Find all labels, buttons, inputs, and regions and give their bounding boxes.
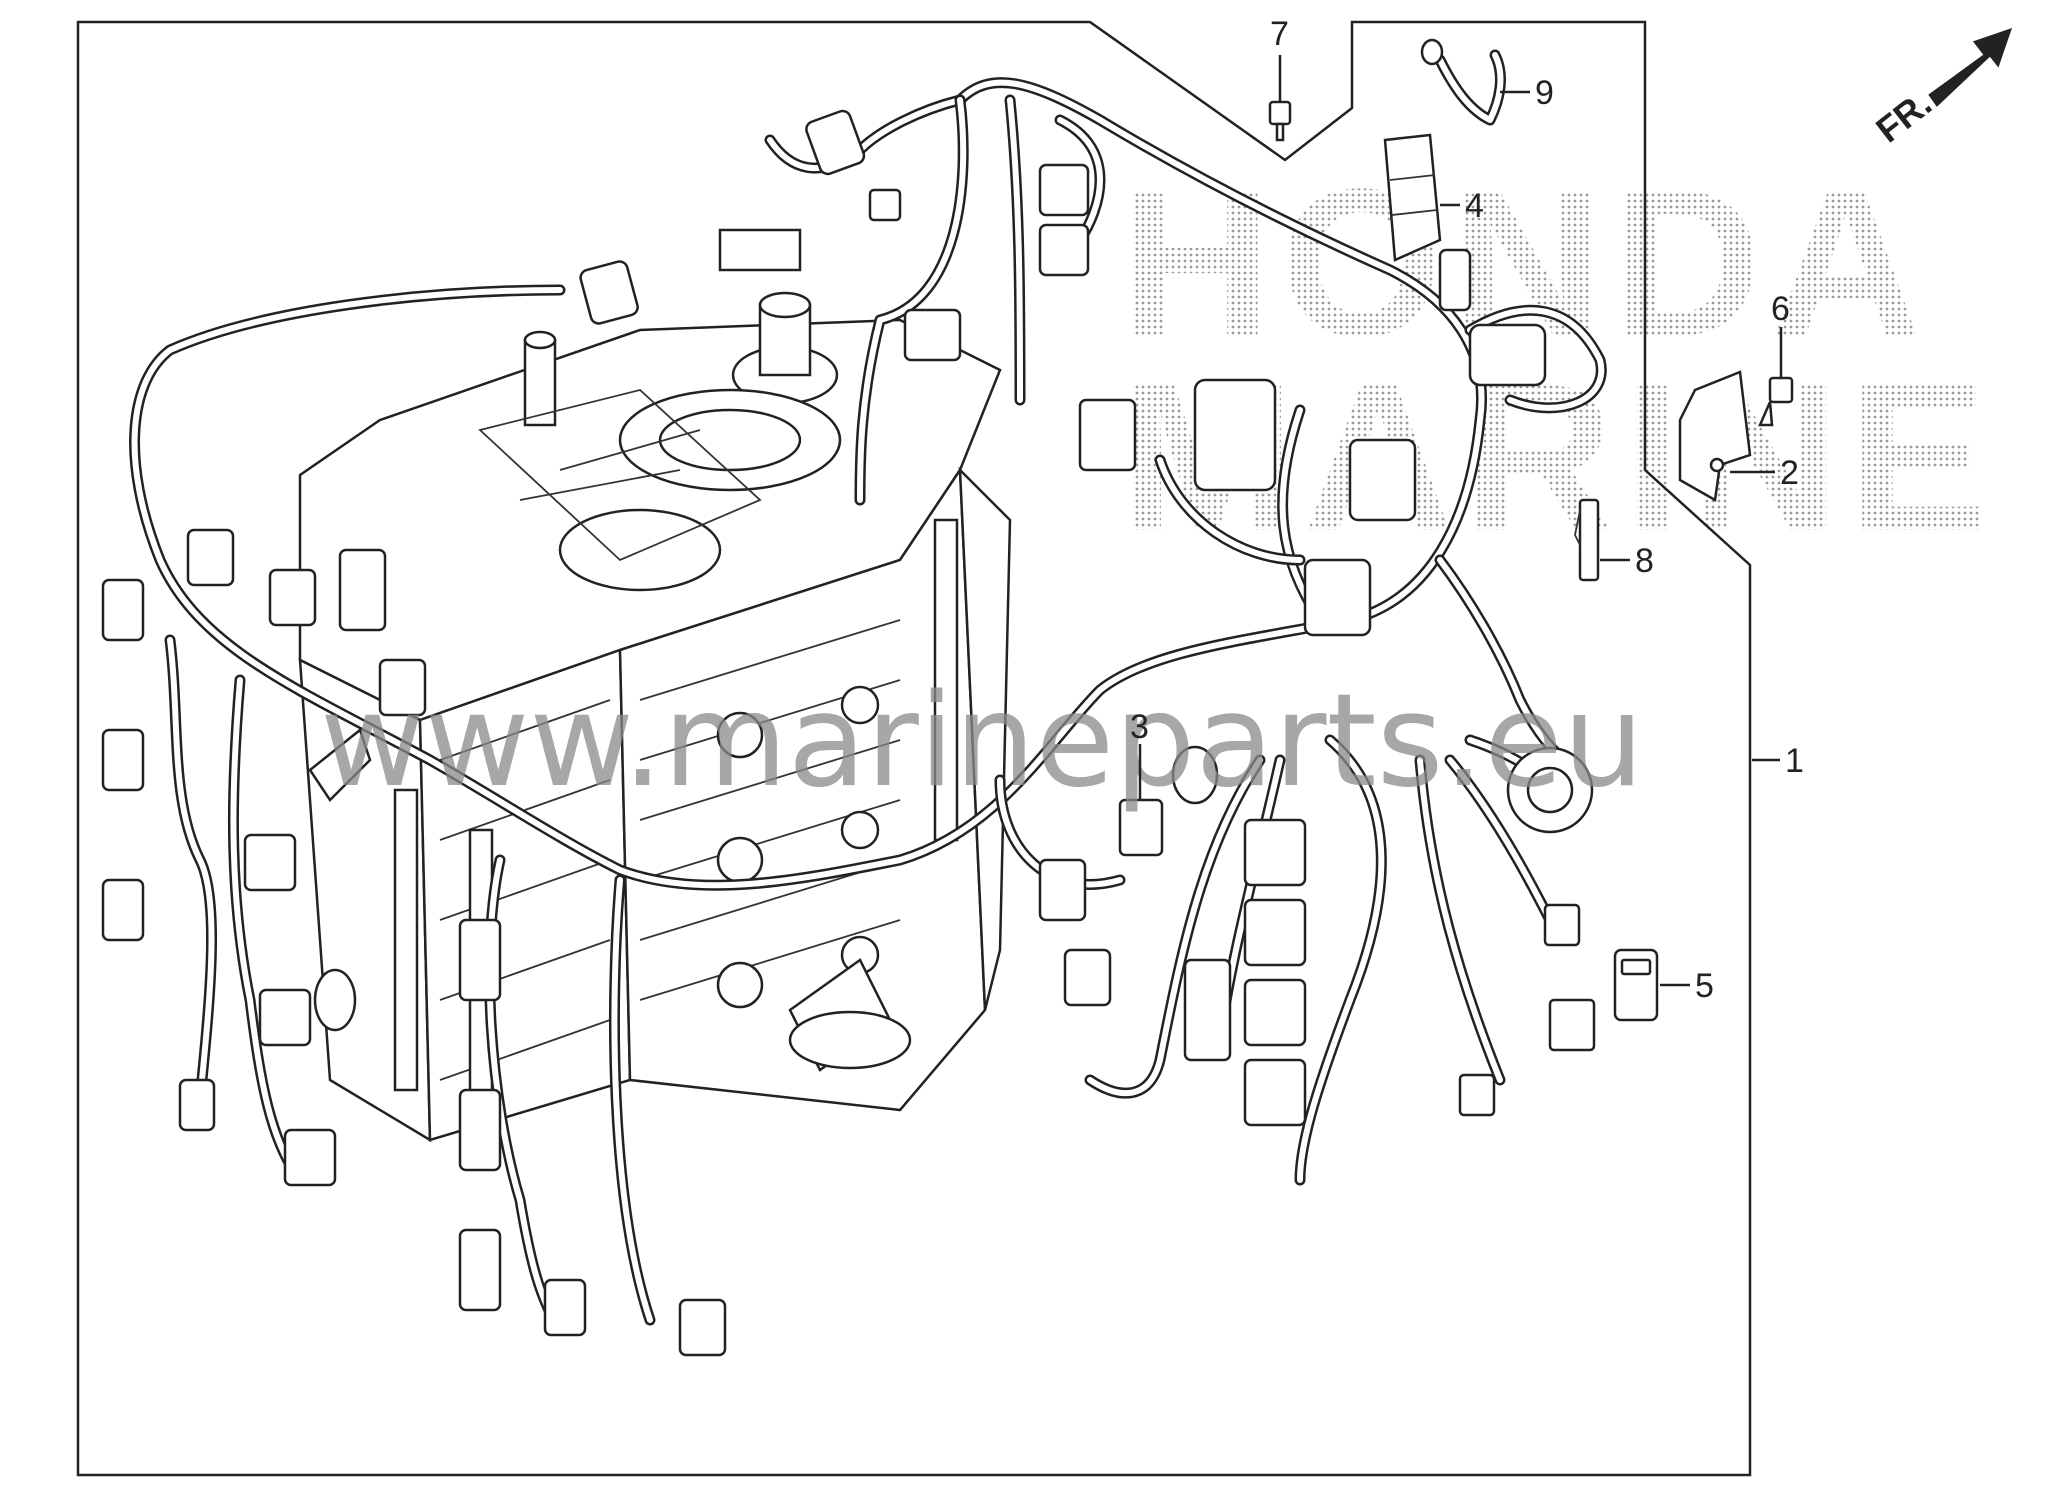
part-9-ground-cable: [1420, 38, 1506, 126]
boundary-break: [1089, 21, 1286, 161]
engine-block: [298, 228, 1012, 1143]
part-2-bracket: [1678, 370, 1752, 502]
assembly-boundary: [76, 20, 1752, 1477]
callout-3: 3: [1130, 708, 1149, 746]
callout-5: 5: [1695, 967, 1714, 1005]
part-7-bolt: [1268, 100, 1292, 142]
callouts: 1 2 3 4 5 6 7 8 9: [1130, 15, 1804, 1005]
arrow-icon: [1928, 27, 2013, 107]
url-watermark: www.marineparts.eu: [320, 667, 1644, 816]
harness-connectors: [101, 109, 1596, 1357]
callout-9: 9: [1535, 74, 1554, 112]
front-direction-arrow: FR.: [1868, 27, 2013, 150]
part-4-connector-holder: [1383, 133, 1442, 262]
callout-6: 6: [1771, 290, 1790, 328]
callout-8: 8: [1635, 542, 1654, 580]
callout-1: 1: [1785, 742, 1804, 780]
callout-4: 4: [1465, 187, 1484, 225]
callout-2: 2: [1780, 454, 1799, 492]
part-8-clip: [1574, 498, 1600, 582]
callout-7: 7: [1270, 15, 1289, 53]
part-5-cap: [1613, 948, 1659, 1022]
front-label: FR.: [1868, 82, 1939, 150]
